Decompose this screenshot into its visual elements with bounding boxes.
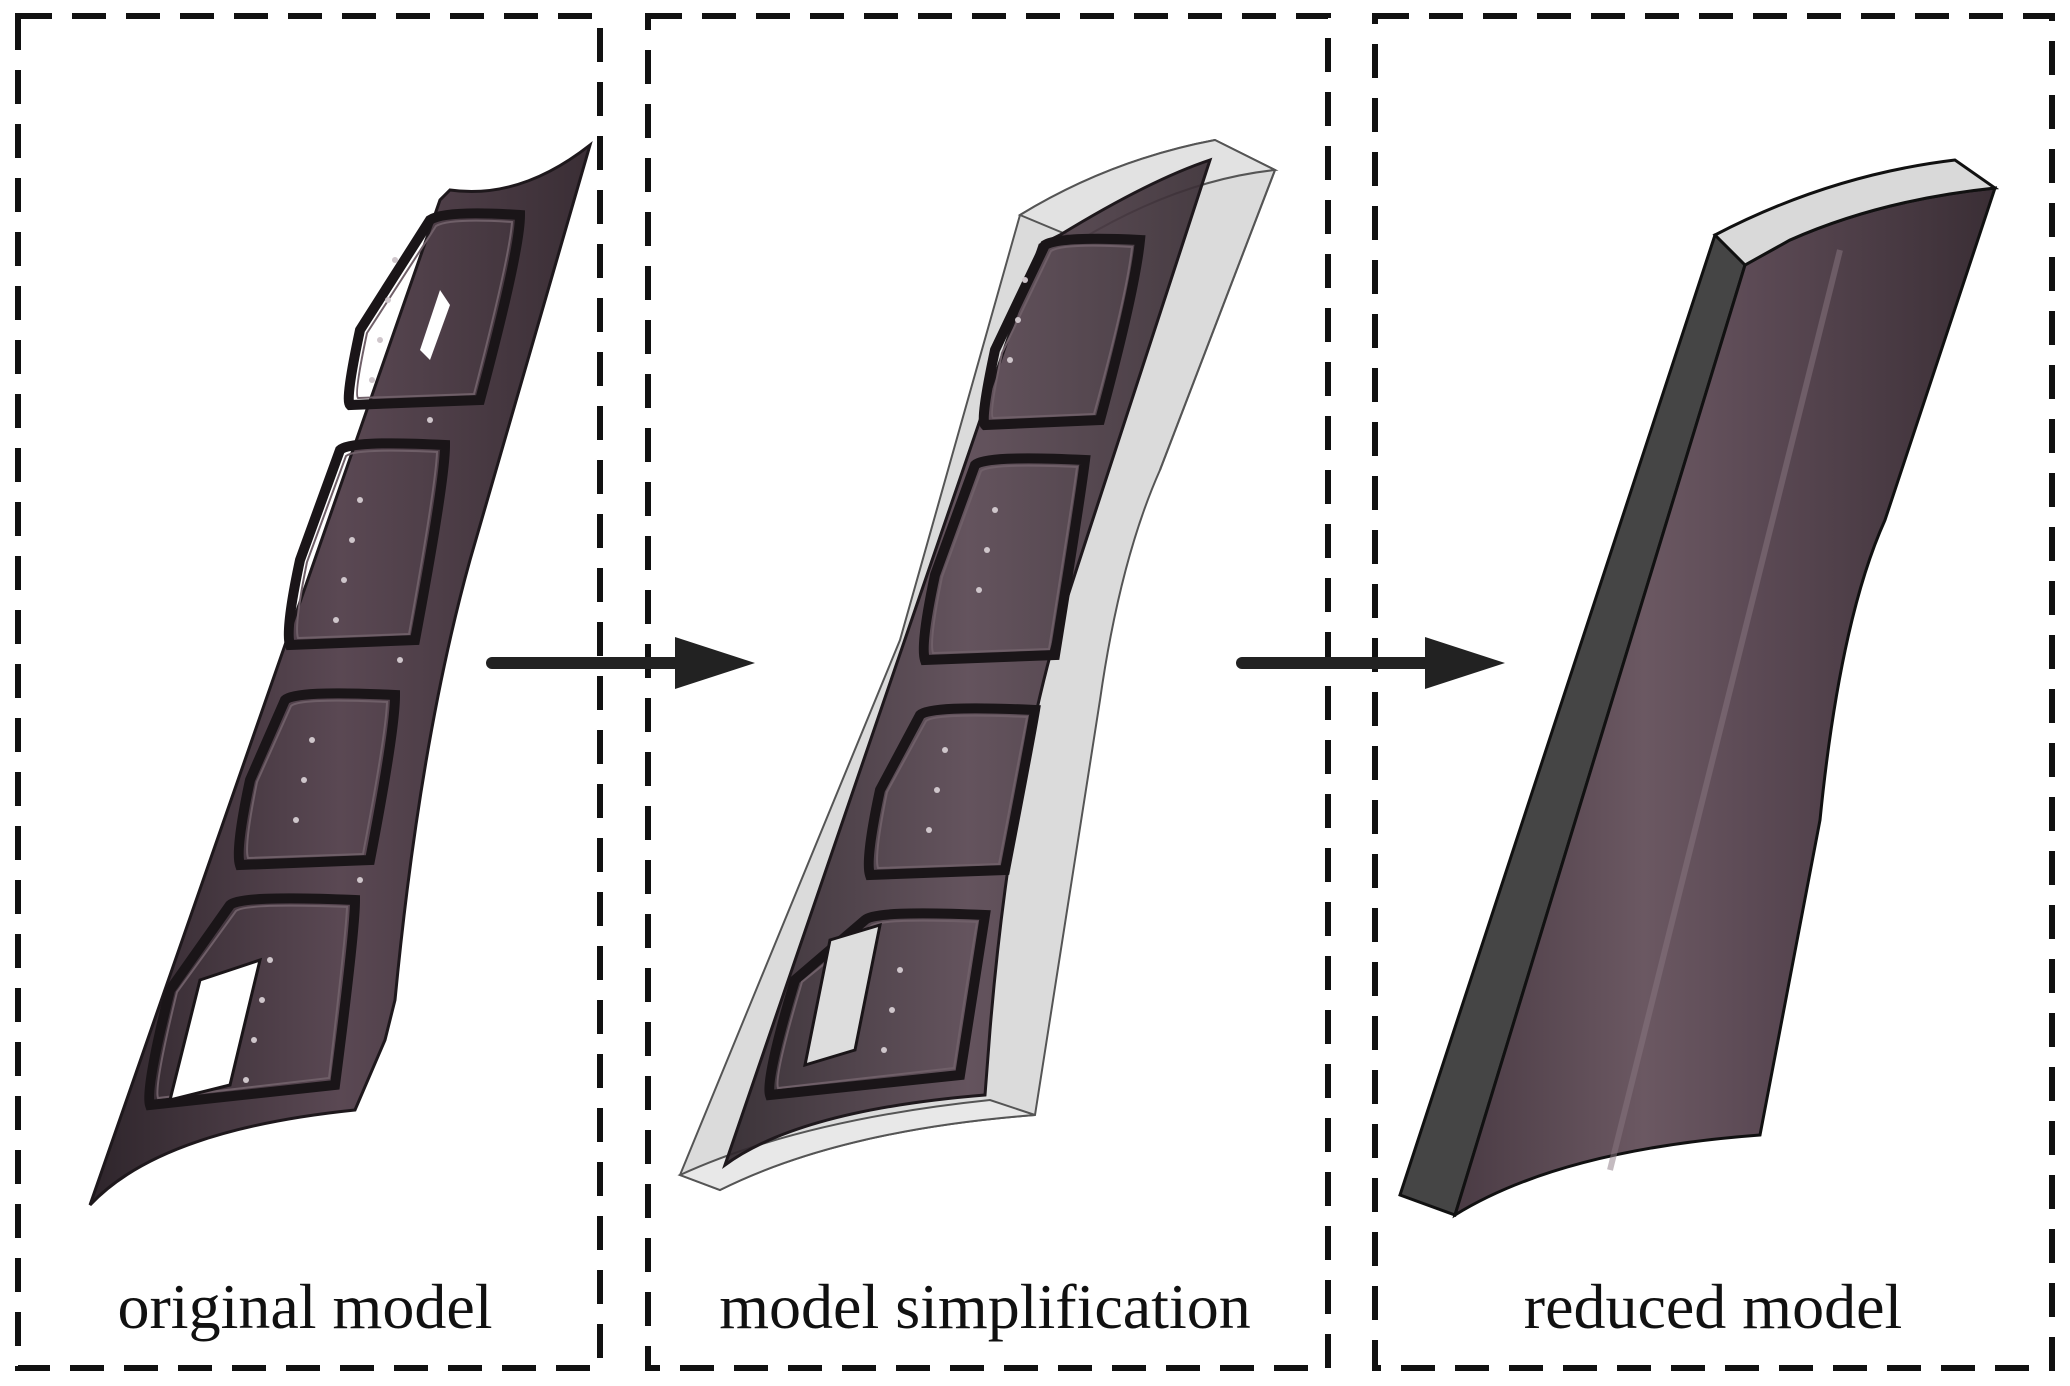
- original-window-frames-highlight: [156, 219, 514, 1100]
- right-arrow-icon: [1236, 637, 1505, 689]
- panel-label-simplification: model simplification: [719, 1271, 1251, 1342]
- simplified-rivets: [881, 277, 1028, 1053]
- panel-frame-simplification: [645, 13, 1331, 1371]
- simplified-opening-lower: [803, 922, 882, 1068]
- envelope-edge: [1159, 169, 1276, 471]
- simplification-illustration: [677, 138, 1279, 1192]
- reduced-ridge-highlight: [1607, 249, 1843, 1171]
- original-opening-lower: [167, 957, 263, 1103]
- panel-label-original: original model: [117, 1271, 493, 1342]
- panel-frame-original: [15, 13, 603, 1371]
- original-rivets: [243, 257, 433, 1083]
- simplified-window-frames: [764, 233, 1146, 1101]
- original-opening-upper: [420, 290, 450, 360]
- original-model-illustration: [88, 140, 593, 1207]
- right-arrow-icon: [486, 637, 755, 689]
- panel-frame-reduced: [1372, 13, 2055, 1371]
- reduced-model-illustration: [1398, 158, 2000, 1219]
- reduced-top-face: [1712, 158, 2000, 267]
- simplified-window-frames-highlight: [776, 244, 1134, 1090]
- original-window-frames: [144, 208, 526, 1111]
- panel-label-reduced: reduced model: [1523, 1271, 1903, 1342]
- envelope-bottom-face: [677, 1098, 1036, 1192]
